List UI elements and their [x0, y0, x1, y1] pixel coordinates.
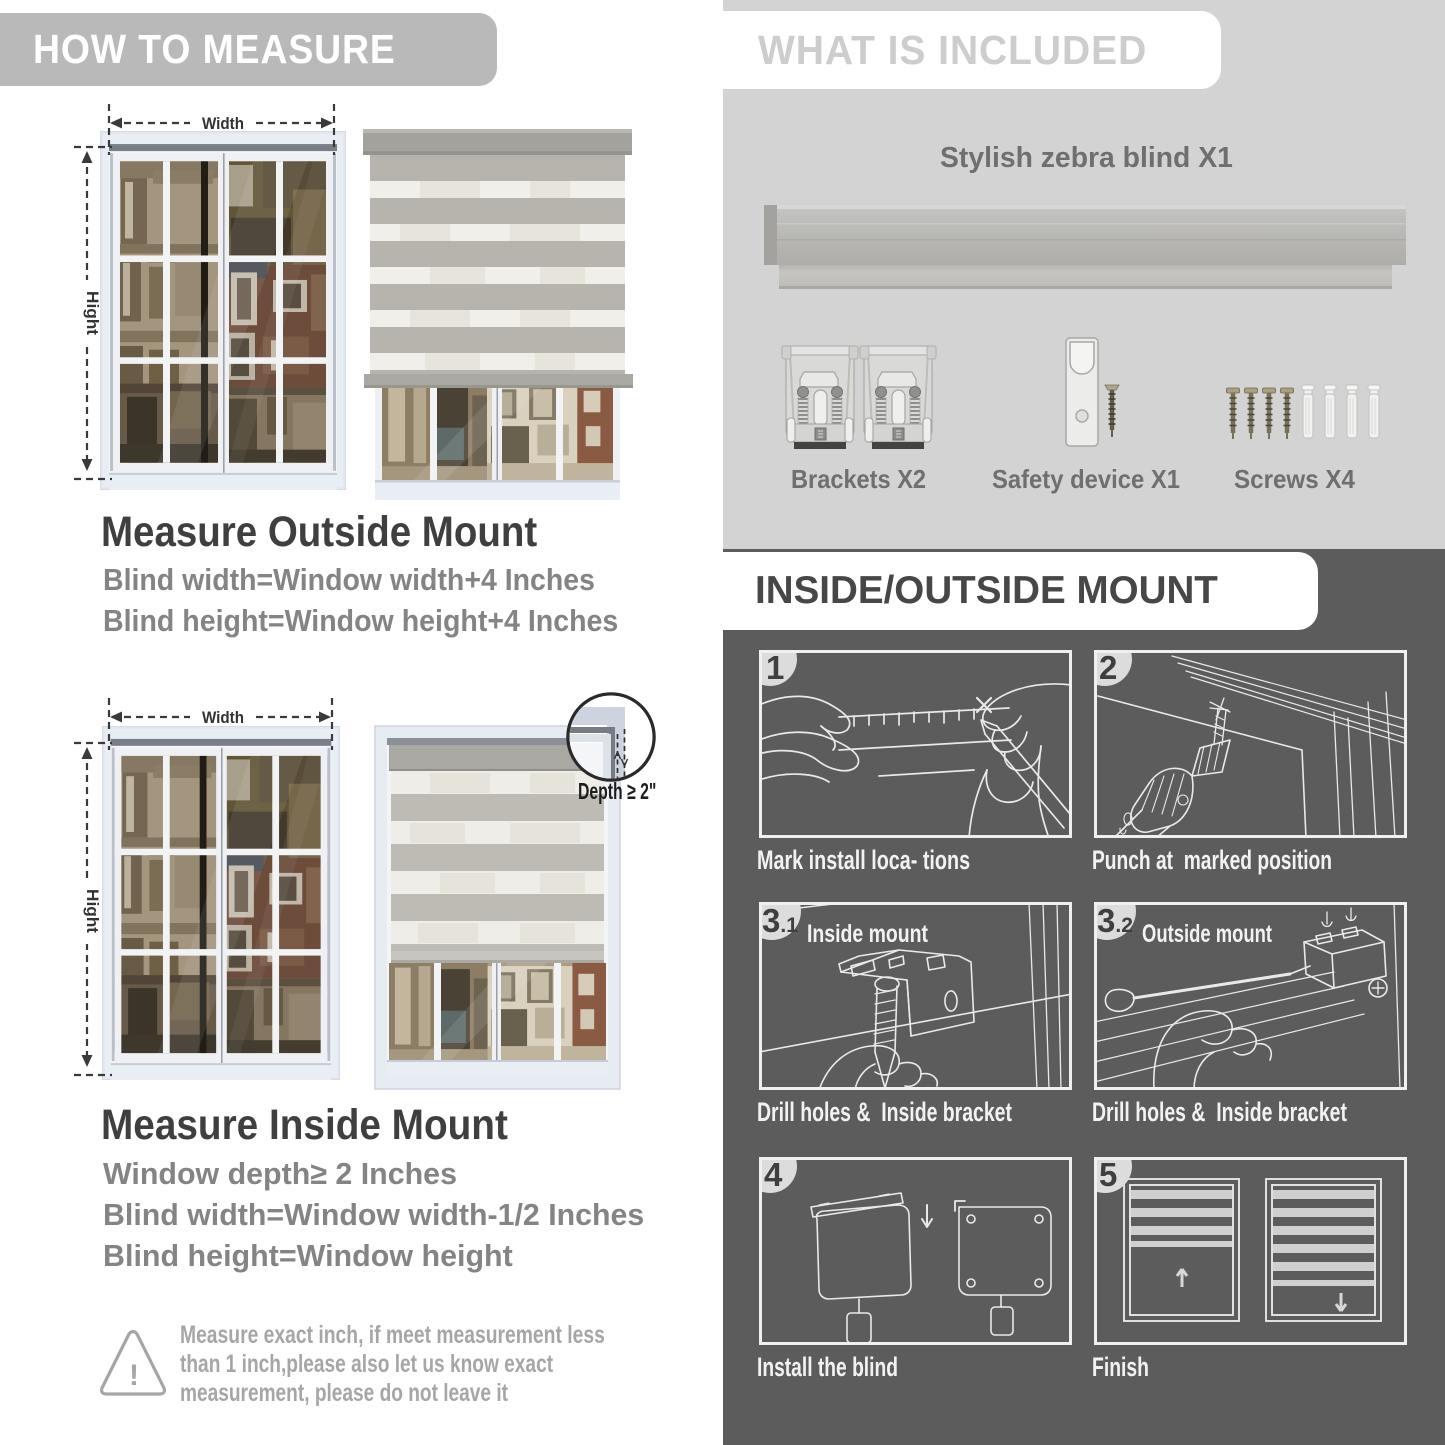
svg-text:Hight: Hight — [83, 291, 102, 335]
svg-text:Width: Width — [202, 708, 244, 727]
svg-text:2: 2 — [1099, 650, 1117, 686]
svg-text:4: 4 — [764, 1157, 783, 1193]
svg-text:Hight: Hight — [83, 889, 102, 933]
svg-text:Outside mount: Outside mount — [1142, 920, 1272, 948]
svg-text:Inside mount: Inside mount — [807, 920, 929, 948]
svg-text:!: ! — [129, 1359, 139, 1392]
svg-text:3.1: 3.1 — [762, 902, 798, 939]
svg-text:1: 1 — [766, 650, 784, 686]
svg-text:Width: Width — [202, 114, 244, 133]
svg-text:5: 5 — [1099, 1157, 1117, 1193]
